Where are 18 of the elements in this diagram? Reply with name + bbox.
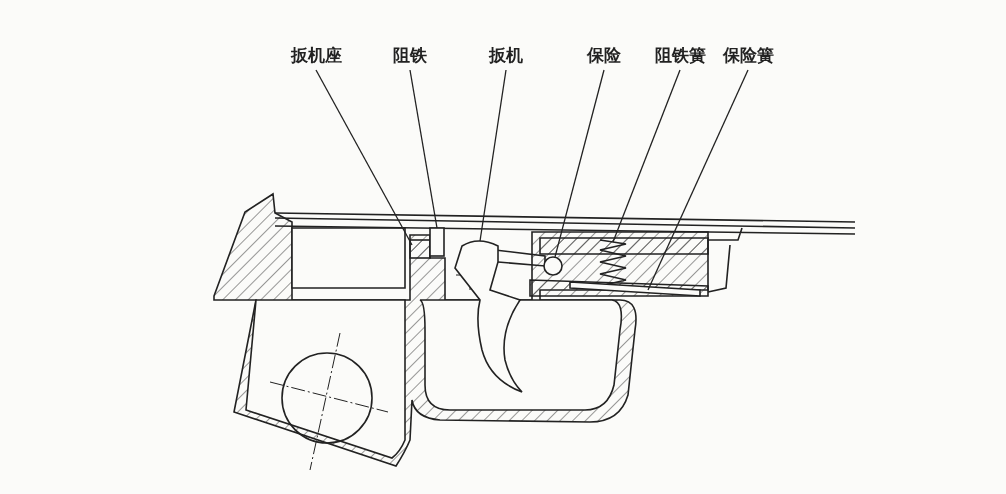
trigger-seat-wall [409,239,431,259]
part-label: 阻铁 [393,44,427,67]
leader-line [647,69,749,291]
safety-spring-plate [569,281,701,297]
leader-line [479,69,507,242]
part-label: 扳机 [489,44,523,67]
leader-line [554,69,605,258]
part-label: 保险 [587,44,621,67]
sear-block [429,227,445,257]
safety-pin [543,256,563,276]
leader-line [315,69,413,246]
leader-line [612,69,681,243]
leader-line [409,69,438,229]
part-label: 扳机座 [290,44,342,67]
part-label: 保险簧 [722,44,774,67]
sear-spring [599,239,627,287]
trigger-lever [454,240,523,393]
part-label: 阻铁簧 [654,44,706,67]
